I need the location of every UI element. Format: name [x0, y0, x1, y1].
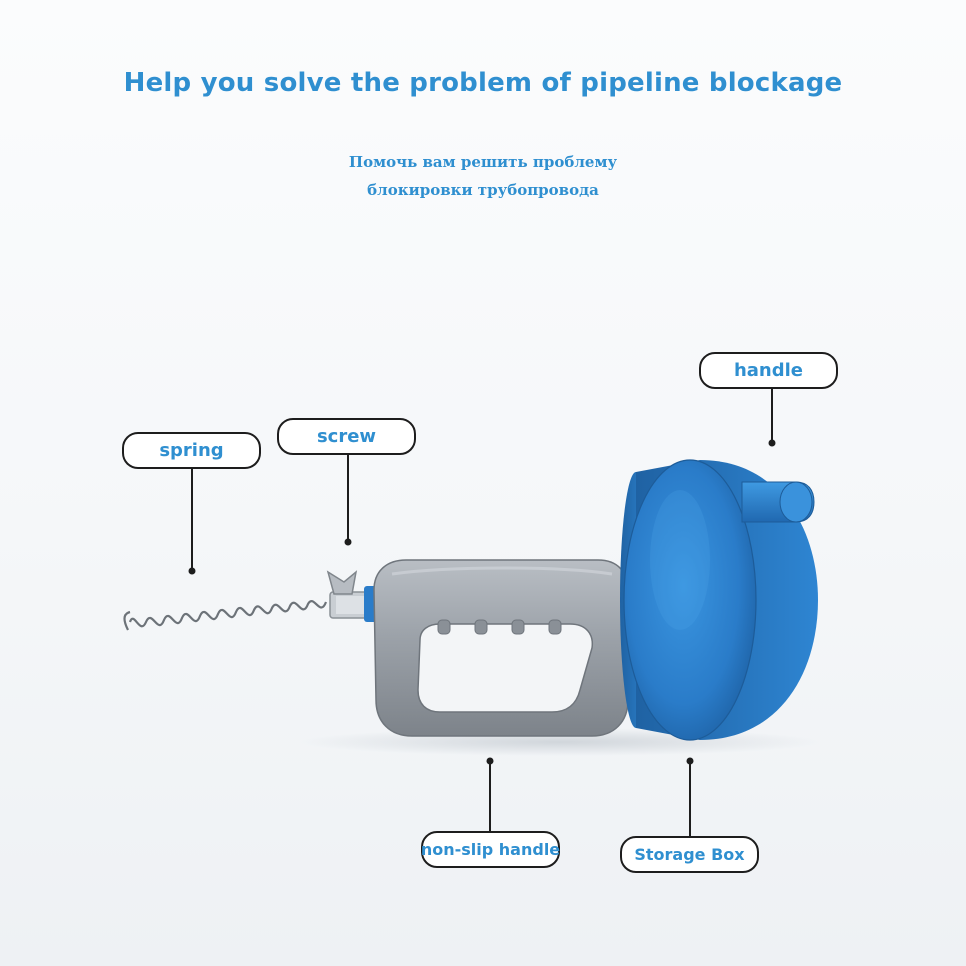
headline-russian-line-2: блокировки трубопровода	[367, 181, 599, 199]
crank-handle-knob	[741, 481, 815, 523]
label-spring: spring	[122, 432, 261, 469]
label-non-slip-handle: non-slip handle	[421, 831, 560, 868]
leader-lines	[188, 389, 776, 836]
non-slip-handle-body	[373, 559, 629, 737]
label-storage-box: Storage Box	[620, 836, 759, 873]
wing-screw	[326, 570, 378, 622]
headline-english: Help you solve the problem of pipeline b…	[123, 68, 843, 98]
storage-box-drum	[620, 459, 818, 741]
spring-cable	[123, 600, 328, 631]
label-screw: screw	[277, 418, 416, 455]
label-handle: handle	[699, 352, 838, 389]
headline-russian-line-1: Помочь вам решить проблему	[348, 153, 618, 171]
headline-russian: Помочь вам решить проблему блокировки тр…	[0, 148, 966, 204]
